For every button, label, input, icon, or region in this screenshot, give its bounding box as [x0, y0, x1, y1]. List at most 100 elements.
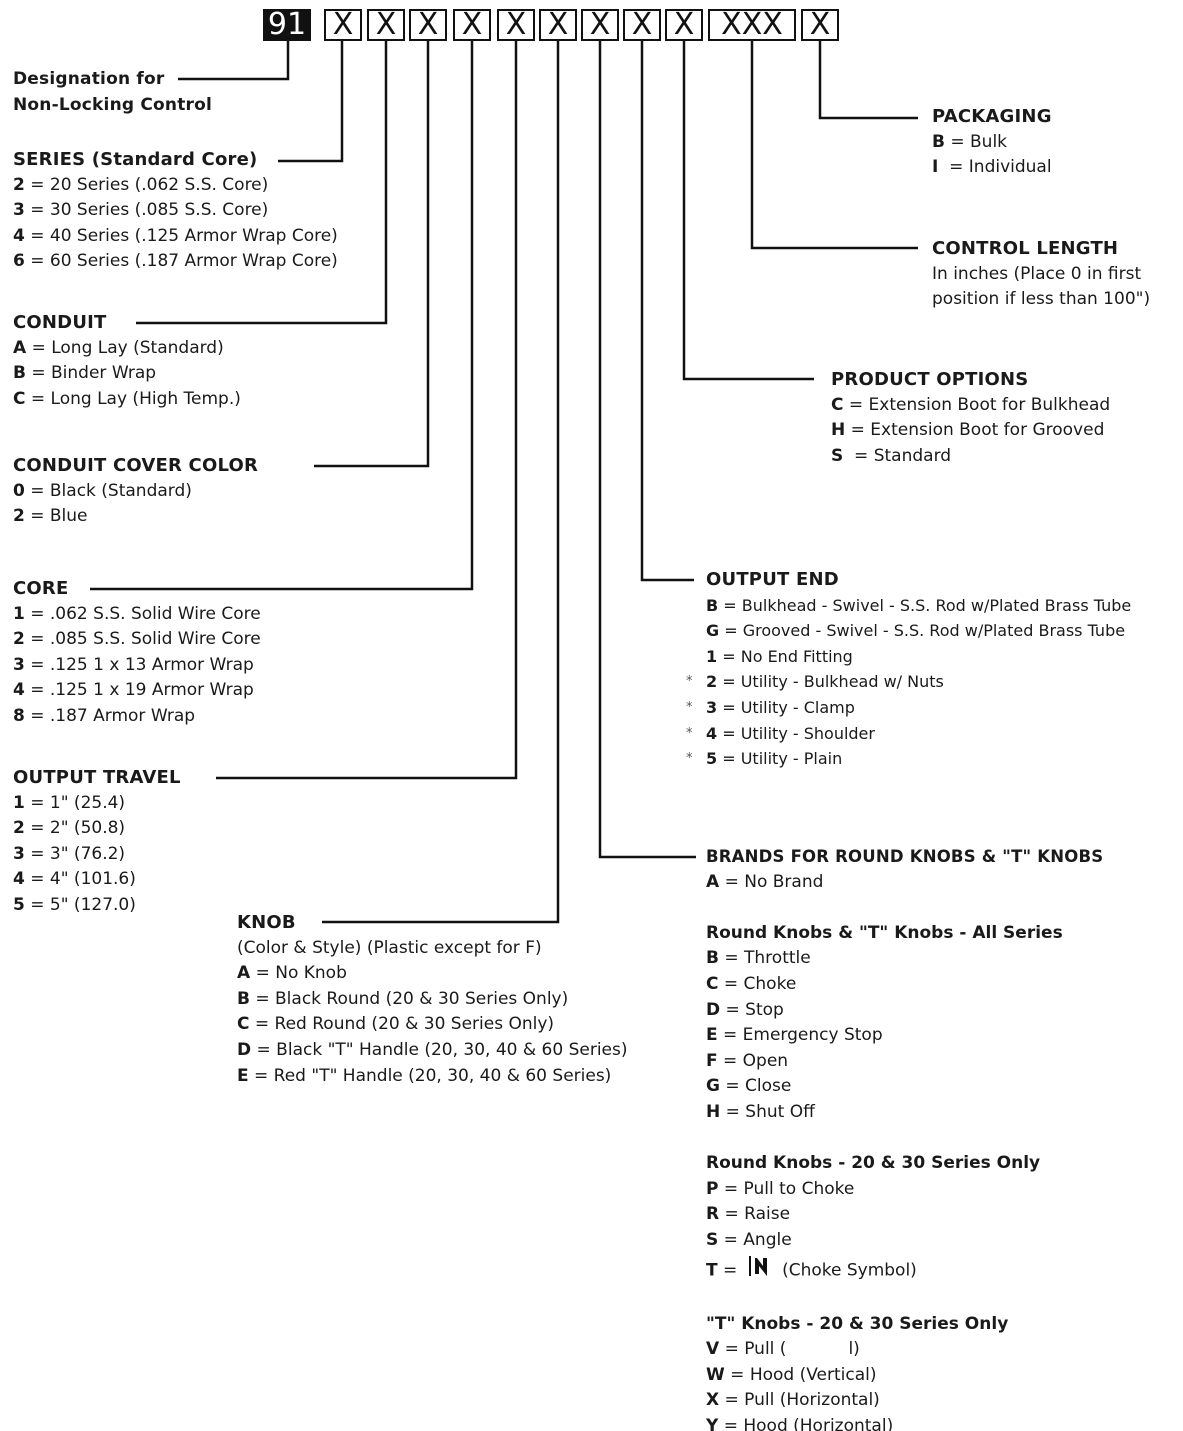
brands-item: T = (Choke Symbol)	[706, 1254, 1103, 1287]
control-length-line1: In inches (Place 0 in first	[932, 263, 1142, 284]
option-text: = 40 Series (.125 Armor Wrap Core)	[24, 225, 338, 246]
code-box-control-length: XXX	[708, 9, 796, 41]
brands-item: B = Throttle	[706, 946, 1103, 972]
brands-item: F = Open	[706, 1049, 1103, 1075]
option-code: G	[706, 1076, 720, 1097]
conduit-cover-item: 2 = Blue	[13, 504, 258, 530]
asterisk-mark: *	[686, 751, 693, 767]
option-text: = Open	[717, 1050, 789, 1071]
option-text: = Grooved - Swivel - S.S. Rod w/Plated B…	[719, 621, 1126, 641]
leader-core	[90, 41, 474, 591]
conduit-item: B = Binder Wrap	[13, 361, 241, 387]
option-code: S	[831, 445, 844, 466]
option-text: = Hood (Vertical)	[724, 1364, 877, 1385]
option-text: = Shut Off	[720, 1101, 815, 1122]
option-text: = Black Round (20 & 30 Series Only)	[249, 988, 569, 1009]
option-code: C	[237, 1014, 250, 1035]
packaging-section: PACKAGING B = Bulk I = Individual	[932, 104, 1052, 181]
conduit-title: CONDUIT	[13, 312, 107, 333]
code-box-output-travel: X	[497, 9, 535, 41]
option-text: = No End Fitting	[717, 646, 853, 666]
series-title: SERIES (Standard Core)	[13, 149, 258, 170]
leader-knob	[322, 41, 560, 924]
option-code: 5	[706, 749, 718, 769]
code-box-prefix: 91	[263, 9, 311, 41]
option-code: B	[237, 988, 250, 1009]
knob-item: A = No Knob	[237, 961, 628, 987]
option-text: = Throttle	[718, 948, 811, 969]
control-length-line2: position if less than 100")	[932, 289, 1151, 310]
option-text: = 20 Series (.062 S.S. Core)	[24, 174, 269, 195]
core-item: 3 = .125 1 x 13 Armor Wrap	[13, 653, 261, 679]
option-text: = 2" (50.8)	[24, 818, 126, 839]
conduit-cover-section: CONDUIT COVER COLOR 0 = Black (Standard)…	[13, 453, 258, 530]
option-code: 1	[13, 792, 25, 813]
option-text: = Long Lay (High Temp.)	[25, 388, 241, 409]
brands-item: C = Choke	[706, 972, 1103, 998]
brands-group1-title: Round Knobs & "T" Knobs - All Series	[706, 922, 1063, 943]
conduit-item: A = Long Lay (Standard)	[13, 336, 241, 362]
option-code: 3	[706, 697, 718, 717]
packaging-item: I = Individual	[932, 155, 1052, 181]
option-code: B	[706, 595, 719, 615]
code-box-knob: X	[539, 9, 577, 41]
leader-designation	[178, 41, 290, 81]
brands-item: D = Stop	[706, 998, 1103, 1024]
conduit-cover-item: 0 = Black (Standard)	[13, 479, 258, 505]
option-text: = Pull (Horizontal)	[719, 1390, 880, 1411]
conduit-item: C = Long Lay (High Temp.)	[13, 387, 241, 413]
brands-item: W = Hood (Vertical)	[706, 1363, 1103, 1389]
knob-item: E = Red "T" Handle (20, 30, 40 & 60 Seri…	[237, 1064, 628, 1090]
code-box-conduit: X	[367, 9, 405, 41]
knob-section: KNOB (Color & Style) (Plastic except for…	[237, 910, 628, 1089]
option-text: = Black (Standard)	[24, 480, 192, 501]
packaging-item: B = Bulk	[932, 130, 1052, 156]
output-end-item: B = Bulkhead - Swivel - S.S. Rod w/Plate…	[706, 593, 1131, 619]
knob-item: B = Black Round (20 & 30 Series Only)	[237, 987, 628, 1013]
option-text: = Close	[719, 1076, 792, 1097]
option-text: = Utility - Plain	[717, 749, 843, 769]
option-code: 2	[13, 506, 25, 527]
option-code: S	[706, 1229, 719, 1250]
series-item: 2 = 20 Series (.062 S.S. Core)	[13, 173, 338, 199]
knob-title: KNOB	[237, 912, 296, 933]
knob-subtitle: (Color & Style) (Plastic except for F)	[237, 937, 542, 958]
output-end-item: 1 = No End Fitting	[706, 644, 1131, 670]
output-travel-item: 1 = 1" (25.4)	[13, 791, 181, 817]
conduit-cover-title: CONDUIT COVER COLOR	[13, 455, 259, 476]
option-code: I	[932, 157, 939, 178]
option-code: 2	[706, 672, 718, 692]
option-code: C	[13, 388, 26, 409]
product-options-section: PRODUCT OPTIONS C = Extension Boot for B…	[831, 367, 1110, 469]
output-end-item: *2 = Utility - Bulkhead w/ Nuts	[686, 669, 1131, 695]
output-end-section: OUTPUT END B = Bulkhead - Swivel - S.S. …	[686, 567, 1131, 772]
option-code: B	[706, 948, 719, 969]
option-text: = Raise	[719, 1204, 791, 1225]
option-code: C	[706, 973, 719, 994]
option-code: B	[932, 131, 945, 152]
option-code: 3	[13, 843, 25, 864]
option-text: = Long Lay (Standard)	[26, 337, 224, 358]
option-text: = Bulkhead - Swivel - S.S. Rod w/Plated …	[718, 595, 1132, 615]
knob-item: C = Red Round (20 & 30 Series Only)	[237, 1012, 628, 1038]
brands-item: A = No Brand	[706, 870, 1103, 896]
option-text: = .085 S.S. Solid Wire Core	[24, 629, 261, 650]
output-end-item: *4 = Utility - Shoulder	[686, 721, 1131, 747]
option-code: 8	[13, 705, 25, 726]
option-code: D	[237, 1039, 252, 1060]
designation-label: Designation for Non-Locking Control	[13, 67, 212, 118]
option-text: = Extension Boot for Bulkhead	[843, 394, 1111, 415]
option-code: 3	[13, 200, 25, 221]
knob-item: D = Black "T" Handle (20, 30, 40 & 60 Se…	[237, 1038, 628, 1064]
option-text: = Utility - Shoulder	[717, 723, 875, 743]
option-text: = .125 1 x 13 Armor Wrap	[24, 654, 254, 675]
product-options-title: PRODUCT OPTIONS	[831, 369, 1029, 390]
option-text: = 30 Series (.085 S.S. Core)	[24, 200, 269, 221]
asterisk-mark: *	[686, 699, 693, 715]
designation-line1: Designation for	[13, 69, 165, 89]
brands-group2-title: Round Knobs - 20 & 30 Series Only	[706, 1153, 1041, 1174]
option-text: = 60 Series (.187 Armor Wrap Core)	[24, 251, 338, 272]
brands-item: H = Shut Off	[706, 1100, 1103, 1126]
code-box-series: X	[324, 9, 362, 41]
